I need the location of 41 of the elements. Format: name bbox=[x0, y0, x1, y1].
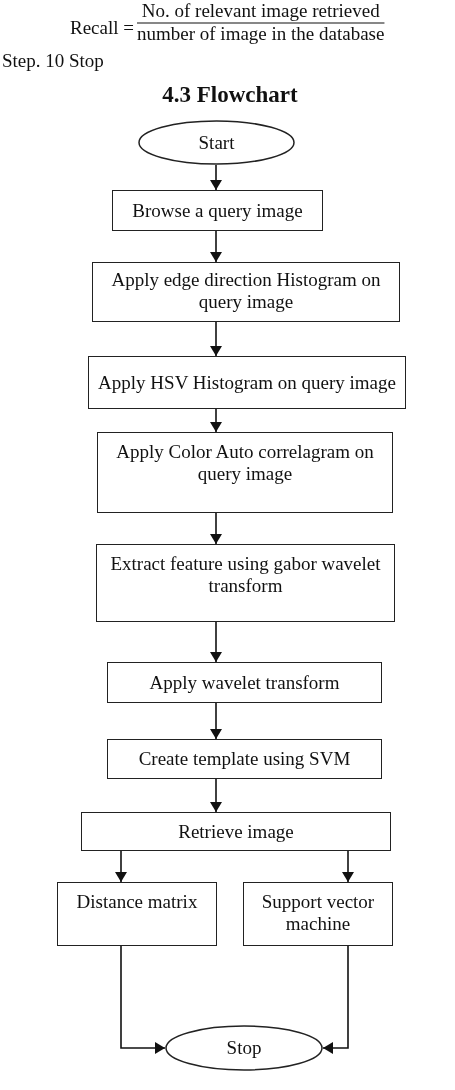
arrow bbox=[120, 945, 166, 1054]
arrow bbox=[210, 164, 222, 191]
terminal-ellipse bbox=[138, 120, 295, 165]
process-box bbox=[96, 544, 395, 622]
node-text: Apply HSV Histogram on query image bbox=[98, 371, 396, 394]
node-text: Browse a query image bbox=[132, 199, 303, 222]
node-text: Apply edge direction Histogram on query image bbox=[110, 269, 382, 313]
process-box bbox=[92, 262, 400, 322]
node-text: Apply Color Auto correlagram on query image bbox=[115, 441, 375, 485]
step-text: Step. 10 Stop bbox=[2, 50, 104, 72]
node-text: Stop bbox=[226, 1037, 262, 1059]
arrow bbox=[210, 621, 222, 663]
process-box bbox=[107, 662, 382, 703]
process-box bbox=[97, 432, 393, 513]
node-text: Extract feature using gabor wavelet transform bbox=[109, 553, 382, 597]
fraction-denominator: number of image in the database bbox=[137, 23, 385, 45]
process-box bbox=[88, 356, 406, 409]
arrow bbox=[210, 408, 222, 433]
process-box bbox=[107, 739, 382, 779]
node-text: Support vector machine bbox=[260, 891, 376, 935]
process-box bbox=[81, 812, 391, 851]
process-box bbox=[243, 882, 393, 946]
arrow bbox=[210, 321, 222, 357]
fraction-numerator: No. of relevant image retrieved bbox=[141, 0, 380, 22]
terminal-ellipse bbox=[165, 1025, 323, 1071]
arrow bbox=[210, 512, 222, 545]
formula-text: Recall = bbox=[70, 17, 134, 39]
section-heading: 4.3 Flowchart bbox=[162, 82, 298, 108]
node-text: Start bbox=[198, 131, 235, 154]
node-text: Retrieve image bbox=[178, 820, 294, 843]
arrow bbox=[210, 702, 222, 740]
node-text: Create template using SVM bbox=[138, 748, 351, 770]
arrow bbox=[210, 778, 222, 813]
arrow bbox=[322, 945, 349, 1054]
arrow bbox=[115, 850, 127, 883]
node-text: Distance matrix bbox=[76, 891, 198, 913]
arrow bbox=[342, 850, 354, 883]
process-box bbox=[57, 882, 217, 946]
process-box bbox=[112, 190, 323, 231]
node-text: Apply wavelet transform bbox=[149, 671, 340, 694]
arrow bbox=[210, 230, 222, 263]
